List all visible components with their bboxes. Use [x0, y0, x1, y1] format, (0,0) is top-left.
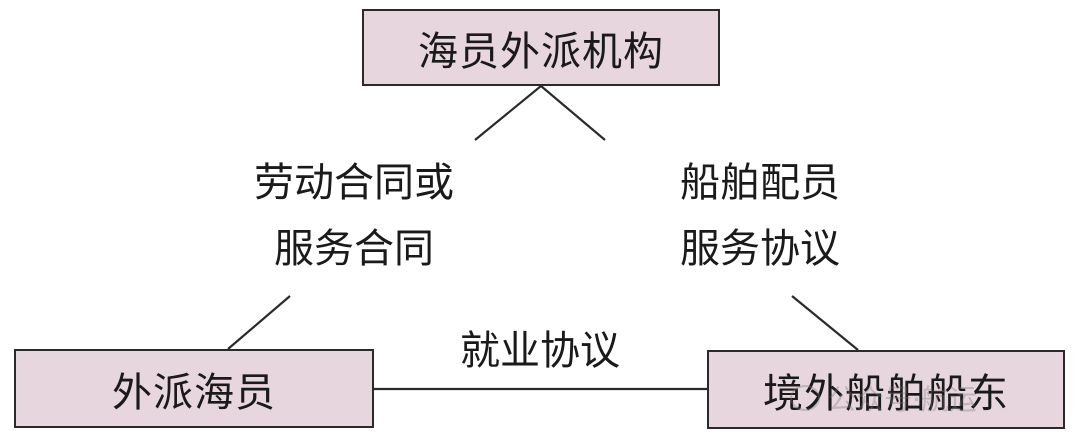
relation-labor-contract-line1: 劳动合同或	[254, 160, 454, 206]
line-right-lower	[791, 295, 859, 351]
node-dispatch-agency-label: 海员外派机构	[418, 28, 664, 75]
line-left-lower	[227, 295, 291, 350]
relation-employment-agreement: 就业协议	[430, 318, 650, 384]
relation-employment-agreement-label: 就业协议	[460, 328, 620, 374]
line-top-to-right-upper	[540, 85, 606, 141]
wechat-icon	[790, 385, 820, 411]
watermark-text: 公众号·航运	[828, 383, 977, 416]
node-dispatch-agency: 海员外派机构	[362, 9, 720, 86]
line-top-to-left-upper	[474, 85, 542, 141]
relation-labor-contract: 劳动合同或 服务合同	[222, 150, 486, 282]
watermark: 公众号·航运	[790, 378, 977, 418]
relation-labor-contract-line2: 服务合同	[274, 226, 434, 272]
node-seafarer-label: 外派海员	[112, 369, 276, 416]
node-seafarer: 外派海员	[14, 349, 374, 428]
relation-manning-agreement-line2: 服务协议	[680, 226, 840, 272]
relation-manning-agreement-line1: 船舶配员	[680, 160, 840, 206]
relation-manning-agreement: 船舶配员 服务协议	[640, 150, 880, 282]
